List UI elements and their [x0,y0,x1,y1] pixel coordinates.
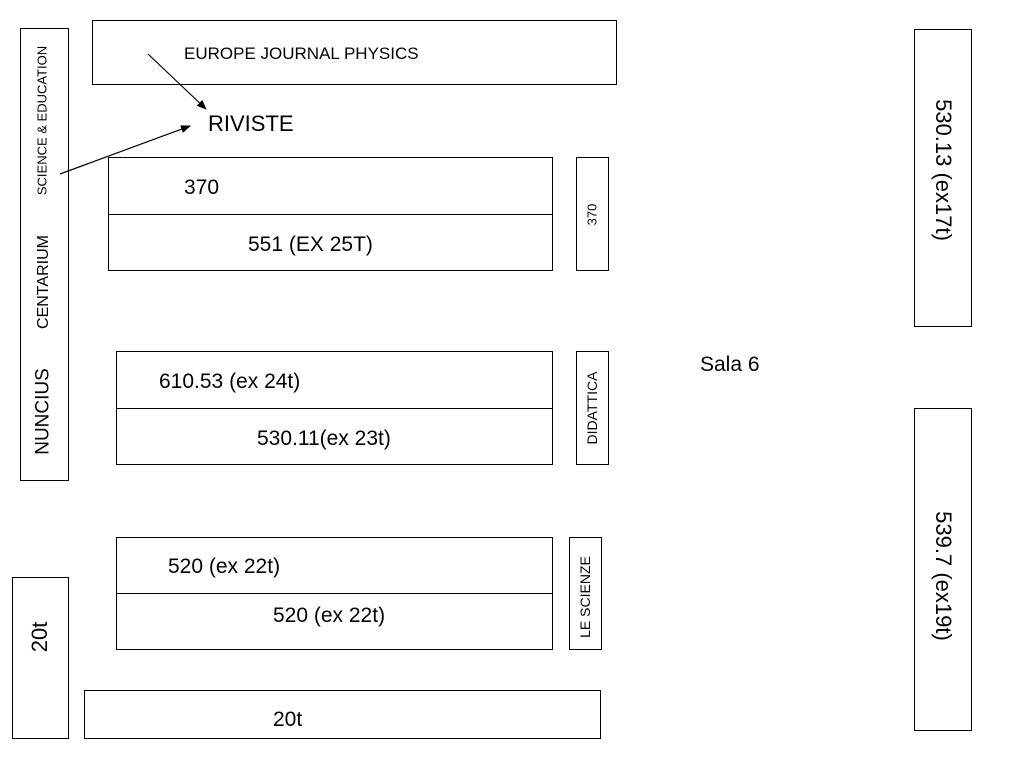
nuncius-label: NUNCIUS [32,368,54,455]
europe-journal-physics-label: EUROPE JOURNAL PHYSICS [184,44,419,63]
science-education-label: SCIENCE & EDUCATION [34,45,50,196]
shelf-2-divider [117,408,552,409]
right-bottom-box [914,408,972,731]
shelf-2-top-label: 610.53 (ex 24t) [159,370,301,393]
left-small-label: 20t [27,621,52,653]
shelf-2-box [116,351,553,465]
shelf-3-divider [117,593,552,594]
bottom-box-label: 20t [273,708,303,731]
centarium-label: CENTARIUM [35,235,52,329]
shelf-1-divider [109,214,552,215]
shelf-1-side-label: 370 [584,203,600,226]
left-column-box [20,28,69,481]
shelf-1-top-label: 370 [184,176,220,199]
room-label: Sala 6 [700,353,760,376]
shelf-1-bottom-label: 551 (EX 25T) [248,233,373,256]
bottom-box [84,690,601,739]
shelf-3-bottom-label: 520 (ex 22t) [273,604,386,627]
left-small-box [12,577,69,739]
shelf-3-top-label: 520 (ex 22t) [168,555,281,578]
shelf-3-side-box [569,537,602,650]
right-bottom-label: 539.7 (ex19t) [931,511,956,641]
shelf-1-box [108,157,553,271]
shelf-2-side-box [576,351,609,465]
shelf-2-side-label: DIDATTICA [584,371,600,445]
right-top-label: 530.13 (ex17t) [931,99,956,241]
riviste-label: RIVISTE [208,111,294,136]
right-top-box [914,29,972,327]
shelf-2-bottom-label: 530.11(ex 23t) [257,427,391,450]
shelf-3-box [116,537,553,650]
shelf-1-side-box [576,157,609,271]
shelf-3-side-label: LE SCIENZE [577,556,593,638]
